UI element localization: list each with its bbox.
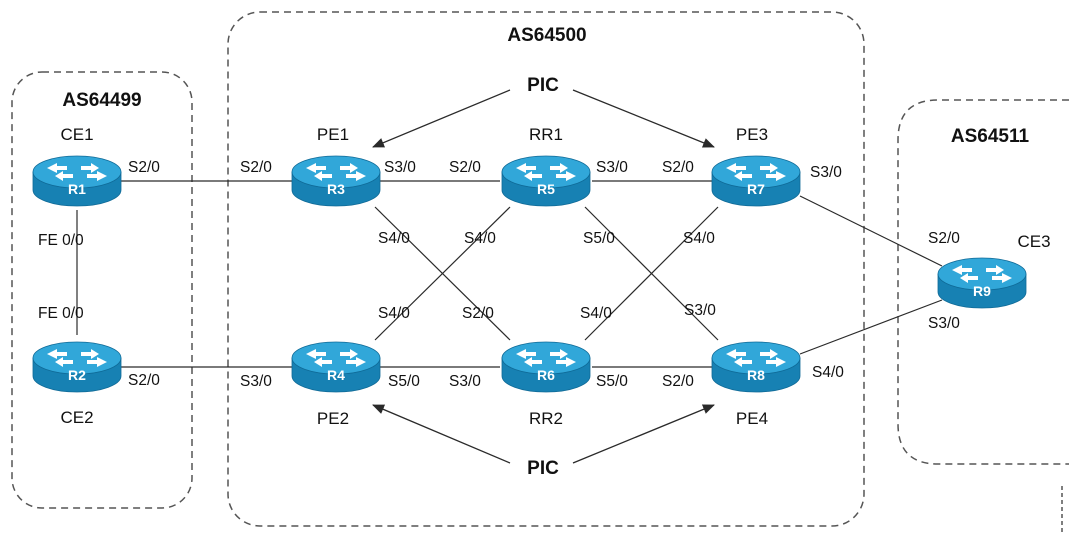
- link-r8-r9: [799, 299, 943, 355]
- router-arrows-icon: [47, 349, 107, 367]
- if-label-r6-s40: S4/0: [580, 305, 612, 322]
- router-r4: R4: [291, 341, 381, 393]
- router-arrows-icon: [726, 163, 786, 181]
- links-layer: [76, 180, 943, 368]
- as-label-as64499: AS64499: [62, 90, 141, 111]
- if-label-r6-s30: S3/0: [449, 373, 481, 390]
- as64511-boundary: [897, 99, 1069, 465]
- router-id-label: R7: [747, 181, 765, 197]
- router-name-rr2: RR2: [529, 409, 563, 428]
- as-label-as64500: AS64500: [507, 25, 586, 46]
- router-r8: R8: [711, 341, 801, 393]
- if-label-r5-s40: S4/0: [464, 230, 496, 247]
- interface-labels: S2/0 FE 0/0 FE 0/0 S2/0 S2/0 S3/0 S4/0 S…: [38, 159, 960, 390]
- pic-arrow-bottom-right: [572, 404, 715, 464]
- if-label-r3-s40: S4/0: [378, 230, 410, 247]
- if-label-r4-s40: S4/0: [378, 305, 410, 322]
- router-r9: R9: [937, 257, 1027, 309]
- if-label-r2-s20: S2/0: [128, 372, 160, 389]
- router-r2: R2: [32, 341, 122, 393]
- router-r6: R6: [501, 341, 591, 393]
- router-name-ce2: CE2: [60, 408, 93, 427]
- if-label-r2-fe: FE 0/0: [38, 305, 84, 322]
- if-label-r9-s30: S3/0: [928, 315, 960, 332]
- if-label-r7-s20: S2/0: [662, 159, 694, 176]
- pic-arrow-bottom-left: [372, 404, 511, 464]
- router-id-label: R2: [68, 367, 86, 383]
- router-name-pe3: PE3: [736, 125, 768, 144]
- router-id-label: R3: [327, 181, 345, 197]
- router-name-ce1: CE1: [60, 125, 93, 144]
- if-label-r9-s20: S2/0: [928, 230, 960, 247]
- if-label-r3-s30: S3/0: [384, 159, 416, 176]
- if-label-r5-s20: S2/0: [449, 159, 481, 176]
- if-label-r6-s50: S5/0: [596, 373, 628, 390]
- link-r5-r4: [374, 206, 511, 341]
- if-label-r5-s50: S5/0: [583, 230, 615, 247]
- link-r7-r9: [799, 195, 943, 267]
- if-label-r8-s30: S3/0: [684, 302, 716, 319]
- router-name-pe4: PE4: [736, 409, 768, 428]
- if-label-r8-s20: S2/0: [662, 373, 694, 390]
- router-id-label: R6: [537, 367, 555, 383]
- router-id-label: R5: [537, 181, 555, 197]
- if-label-r3-s20: S2/0: [240, 159, 272, 176]
- router-arrows-icon: [516, 349, 576, 367]
- router-r7: R7: [711, 155, 801, 207]
- pic-label-top: PIC: [527, 75, 559, 96]
- router-arrows-icon: [726, 349, 786, 367]
- if-label-r5-s30: S3/0: [596, 159, 628, 176]
- as-label-as64511: AS64511: [951, 126, 1030, 147]
- if-label-r1-fe: FE 0/0: [38, 232, 84, 249]
- router-r1: R1: [32, 155, 122, 207]
- router-arrows-icon: [952, 265, 1012, 283]
- router-name-ce3: CE3: [1017, 232, 1050, 251]
- if-label-r7-s30: S3/0: [810, 164, 842, 181]
- if-label-r4-s30: S3/0: [240, 373, 272, 390]
- link-r7-r6: [584, 206, 719, 341]
- if-label-r4-s50: S5/0: [388, 373, 420, 390]
- router-arrows-icon: [47, 163, 107, 181]
- if-label-r8-s40: S4/0: [812, 364, 844, 381]
- router-id-label: R1: [68, 181, 86, 197]
- router-arrows-icon: [306, 163, 366, 181]
- router-name-pe2: PE2: [317, 409, 349, 428]
- if-label-r7-s40: S4/0: [683, 230, 715, 247]
- router-name-rr1: RR1: [529, 125, 563, 144]
- router-r5: R5: [501, 155, 591, 207]
- router-r3: R3: [291, 155, 381, 207]
- if-label-r6-s20: S2/0: [462, 305, 494, 322]
- router-name-pe1: PE1: [317, 125, 349, 144]
- if-label-r1-s20: S2/0: [128, 159, 160, 176]
- router-arrows-icon: [516, 163, 576, 181]
- router-id-label: R8: [747, 367, 765, 383]
- router-arrows-icon: [306, 349, 366, 367]
- router-id-label: R9: [973, 283, 991, 299]
- as64499-boundary: [11, 71, 193, 509]
- pic-arrow-top-right: [572, 89, 715, 148]
- pic-label-bottom: PIC: [527, 458, 559, 479]
- as64500-boundary: [227, 11, 865, 527]
- pic-arrow-top-left: [372, 89, 511, 148]
- router-id-label: R4: [327, 367, 345, 383]
